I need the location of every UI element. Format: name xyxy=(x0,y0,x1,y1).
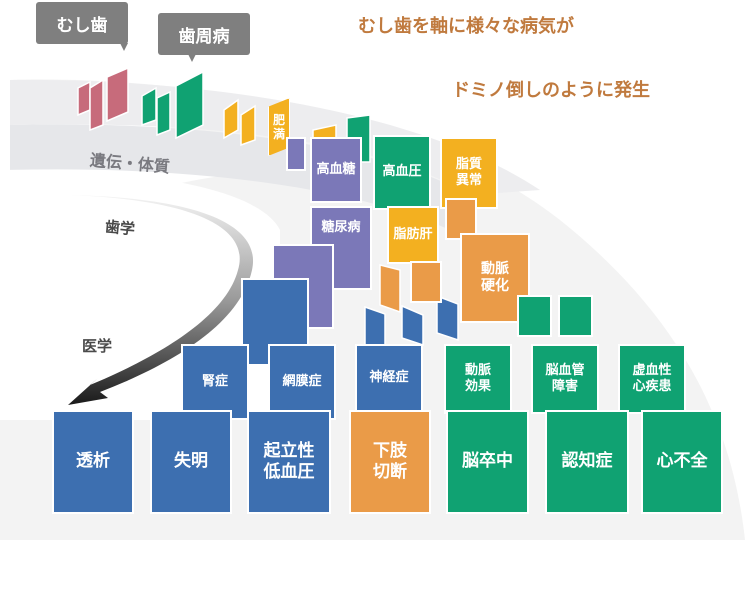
domino-small-orange-2 xyxy=(410,261,442,303)
outcome-orthostatic-hypotension: 起立性 低血圧 xyxy=(247,410,331,514)
callout-caries: むし歯 xyxy=(36,2,128,51)
callout-caries-label: むし歯 xyxy=(56,15,108,36)
headline-line2: ドミノ倒しのように発生 xyxy=(452,80,650,101)
domino-ischemic-heart-label: 虚血性 心疾患 xyxy=(632,362,672,394)
domino-arterial-effect: 動脈 効果 xyxy=(444,344,512,414)
domino-retinopathy-label: 網膜症 xyxy=(282,373,322,389)
domino-dyslipidemia: 脂質 異常 xyxy=(440,137,498,209)
outcome-dementia-label: 認知症 xyxy=(561,451,613,472)
domino-hyperglycemia: 高血糖 xyxy=(310,137,362,203)
domino-cerebrovascular: 脳血管 障害 xyxy=(531,344,599,414)
domino-nephropathy-label: 腎症 xyxy=(201,373,228,389)
domino-hypertension-label: 高血圧 xyxy=(382,164,422,180)
domino-diabetes-label: 糖尿病 xyxy=(321,220,361,235)
outcome-blindness-label: 失明 xyxy=(174,451,208,472)
domino-nephropathy: 腎症 xyxy=(181,344,249,420)
domino-hypertension: 高血圧 xyxy=(373,135,431,210)
outcome-blindness: 失明 xyxy=(150,410,232,514)
domino-obesity: 肥 満 xyxy=(268,98,290,156)
callout-periodontal: 歯周病 xyxy=(158,13,250,62)
outcome-amputation: 下肢 切断 xyxy=(349,410,431,514)
outcome-dialysis-label: 透析 xyxy=(76,451,110,472)
outcome-amputation-label: 下肢 切断 xyxy=(373,440,407,482)
domino-arteriosclerosis-label: 動脈 硬化 xyxy=(481,260,509,295)
domino-neuropathy: 神経症 xyxy=(355,344,423,412)
outcome-stroke-label: 脳卒中 xyxy=(462,451,513,472)
domino-neuropathy-label: 神経症 xyxy=(369,369,409,385)
domino-dyslipidemia-label: 脂質 異常 xyxy=(455,156,482,188)
label-dentistry: 歯学 xyxy=(104,217,136,239)
domino-cerebrovascular-label: 脳血管 障害 xyxy=(545,362,585,394)
outcome-dialysis: 透析 xyxy=(52,410,134,514)
headline-line1: むし歯を軸に様々な病気が xyxy=(358,16,574,37)
outcome-heart-failure-label: 心不全 xyxy=(656,451,708,472)
domino-small-green-1 xyxy=(517,295,552,337)
outcome-dementia: 認知症 xyxy=(545,410,629,514)
callout-periodontal-label: 歯周病 xyxy=(178,26,230,47)
domino-hyperglycemia-label: 高血糖 xyxy=(316,161,356,177)
outcome-orthostatic-hypotension-label: 起立性 低血圧 xyxy=(263,440,315,482)
domino-obesity-label: 肥 満 xyxy=(272,112,285,141)
label-medicine: 医学 xyxy=(82,337,113,355)
domino-small-purple xyxy=(286,137,306,171)
outcome-heart-failure: 心不全 xyxy=(641,410,723,514)
domino-ischemic-heart: 虚血性 心疾患 xyxy=(618,344,686,414)
domino-arterial-effect-label: 動脈 効果 xyxy=(464,362,491,394)
domino-retinopathy: 網膜症 xyxy=(268,344,336,420)
domino-small-green-2 xyxy=(558,295,593,337)
domino-fatty-liver-label: 脂肪肝 xyxy=(393,226,433,242)
domino-fatty-liver: 脂肪肝 xyxy=(387,206,439,264)
outcome-stroke: 脳卒中 xyxy=(446,410,529,514)
